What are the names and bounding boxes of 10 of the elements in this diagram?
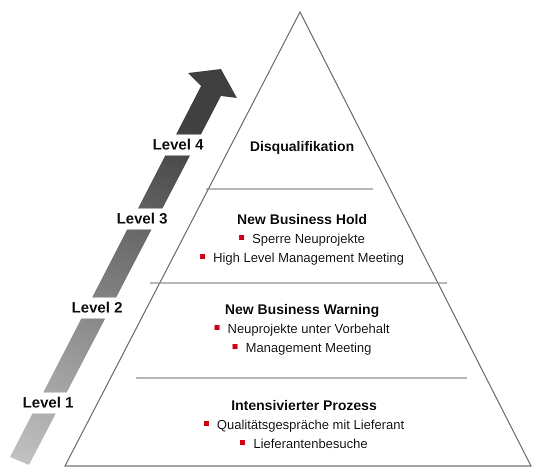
tier-heading: Intensivierter Prozess — [231, 396, 377, 415]
bullet-text: Management Meeting — [246, 339, 372, 357]
tier-heading: Disqualifikation — [250, 137, 354, 156]
bullet-text: High Level Management Meeting — [213, 249, 404, 267]
bullet-text: Neuprojekte unter Vorbehalt — [228, 320, 390, 338]
bullet-text: Qualitätsgespräche mit Lieferant — [216, 416, 404, 434]
tier-heading: New Business Warning — [224, 300, 380, 319]
tier-heading: New Business Hold — [237, 210, 367, 229]
bullet-text: Sperre Neuprojekte — [252, 230, 365, 248]
bullet-text: Lieferantenbesuche — [253, 435, 368, 453]
